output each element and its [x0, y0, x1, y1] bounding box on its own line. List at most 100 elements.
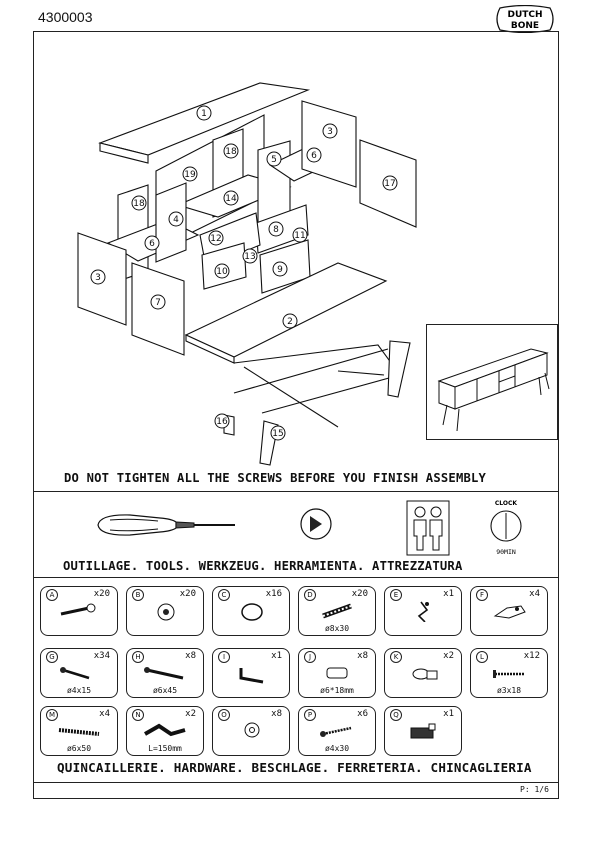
hardware-quantity: x20 [179, 589, 196, 599]
svg-text:16: 16 [216, 417, 228, 427]
hardware-size: ø6*18mm [320, 686, 354, 695]
washer-icon [244, 722, 260, 738]
hardware-quantity: x8 [185, 651, 196, 661]
hardware-letter: E [390, 589, 402, 601]
svg-text:15: 15 [272, 429, 283, 439]
brand-logo: DUTCH BONE [496, 5, 554, 33]
hardware-size: ø6x50 [66, 744, 92, 753]
hardware-letter: I [218, 651, 230, 663]
wall-strap-icon [417, 601, 429, 622]
hardware-letter: F [476, 589, 488, 601]
hardware-size: ø8x30 [324, 624, 350, 633]
hardware-quantity: x4 [529, 589, 540, 599]
long-screw-icon [144, 667, 184, 680]
hardware-letter: Q [390, 709, 402, 721]
cable-tie-icon [144, 723, 186, 737]
dowel-icon [322, 603, 352, 619]
hardware-quantity: x6 [357, 709, 368, 719]
magnet-catch-icon [410, 723, 436, 739]
svg-text:5: 5 [271, 155, 277, 165]
hardware-letter: C [218, 589, 230, 601]
screw-icon [60, 667, 90, 680]
clock-icon: CLOCK 90MIN [490, 500, 522, 556]
page-number: P: 1/6 [520, 785, 549, 794]
hardware-quantity: x1 [443, 709, 454, 719]
cam-lock-icon [157, 603, 175, 621]
svg-text:9: 9 [277, 265, 283, 275]
svg-text:3: 3 [95, 273, 101, 283]
svg-text:1: 1 [201, 109, 207, 119]
wood-screw-icon [320, 726, 352, 737]
tools-title: OUTILLAGE. TOOLS. WERKZEUG. HERRAMIENTA.… [63, 559, 463, 573]
connector-icon [412, 668, 438, 680]
svg-text:14: 14 [225, 194, 237, 204]
hardware-size: ø4x15 [66, 686, 92, 695]
svg-text:6: 6 [149, 239, 155, 249]
hardware-letter: A [46, 589, 58, 601]
hardware-letter: D [304, 589, 316, 601]
svg-text:18: 18 [133, 199, 145, 209]
svg-text:17: 17 [384, 179, 395, 189]
hardware-quantity: x12 [523, 651, 540, 661]
cam-bolt-icon [60, 603, 96, 616]
document-number: 4300003 [38, 9, 93, 25]
hardware-letter: L [476, 651, 488, 663]
allen-key-icon [239, 668, 264, 684]
hardware-quantity: x2 [443, 651, 454, 661]
svg-text:13: 13 [244, 252, 255, 262]
svg-text:12: 12 [210, 234, 221, 244]
hardware-letter: O [218, 709, 230, 721]
hardware-letter: K [390, 651, 402, 663]
hardware-quantity: x20 [93, 589, 110, 599]
svg-text:19: 19 [184, 170, 196, 180]
svg-text:18: 18 [225, 147, 237, 157]
svg-text:DUTCH: DUTCH [507, 10, 542, 20]
bolt-icon [58, 728, 100, 736]
assembly-warning: DO NOT TIGHTEN ALL THE SCREWS BEFORE YOU… [64, 471, 487, 485]
hardware-quantity: x2 [185, 709, 196, 719]
hardware-letter: G [46, 651, 58, 663]
hardware-quantity: x8 [357, 651, 368, 661]
exploded-assembly-diagram: 1 2 3 3 4 5 6 6 7 8 9 10 11 12 13 14 15 … [77, 82, 417, 466]
svg-text:10: 10 [216, 267, 228, 277]
hardware-size: L=150mm [148, 744, 182, 753]
svg-text:7: 7 [155, 298, 161, 308]
hardware-quantity: x8 [271, 709, 282, 719]
page-frame [33, 31, 559, 799]
svg-text:11: 11 [294, 231, 305, 241]
insert-nut-icon [326, 667, 348, 679]
hardware-title: QUINCAILLERIE. HARDWARE. BESCHLAGE. FERR… [57, 760, 532, 775]
screwdriver-icon [97, 514, 235, 536]
divider [33, 782, 559, 783]
hardware-letter: N [132, 709, 144, 721]
hardware-quantity: x20 [351, 589, 368, 599]
two-persons-icon [406, 500, 450, 556]
svg-text:2: 2 [287, 317, 293, 327]
divider [33, 491, 559, 492]
hinge-icon [493, 605, 526, 619]
svg-text:8: 8 [273, 225, 279, 235]
svg-text:90MIN: 90MIN [496, 548, 516, 556]
phillips-bit-icon [300, 508, 332, 540]
ring-icon [241, 603, 263, 621]
small-screw-icon [493, 670, 525, 678]
hardware-quantity: x34 [93, 651, 110, 661]
assembled-cabinet-image [437, 348, 550, 432]
hardware-quantity: x1 [271, 651, 282, 661]
hardware-letter: J [304, 651, 316, 663]
svg-text:3: 3 [327, 127, 333, 137]
